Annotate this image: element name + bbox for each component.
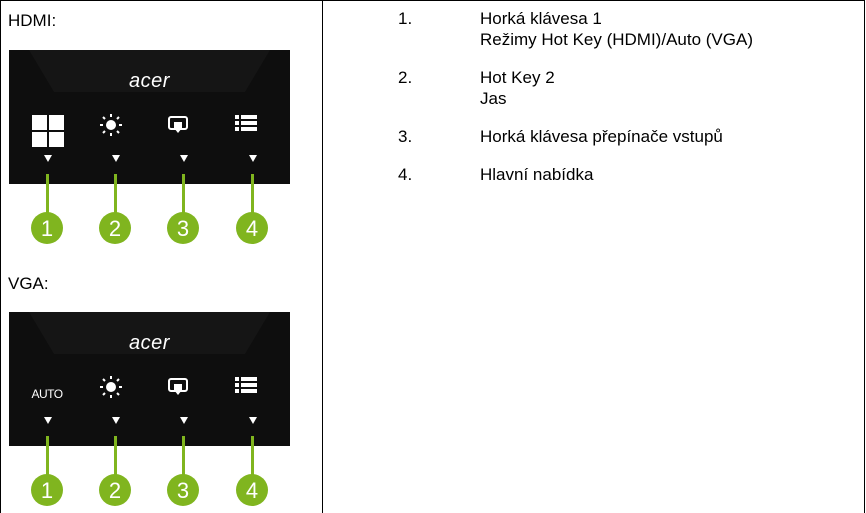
input-icon [168, 378, 188, 395]
brightness-hot-key-button[interactable] [100, 114, 136, 150]
pointer-triangle [112, 155, 120, 162]
item-subtitle: Režimy Hot Key (HDMI)/Auto (VGA) [480, 30, 753, 49]
list-item: 3. Horká klávesa přepínače vstupů [398, 126, 753, 147]
input-switch-button[interactable] [167, 376, 203, 412]
input-icon [168, 116, 188, 133]
pointer-triangle [180, 155, 188, 162]
callout-line [182, 436, 185, 476]
column-divider [322, 0, 323, 513]
item-title: Horká klávesa přepínače vstupů [480, 127, 723, 146]
vga-label: VGA: [8, 274, 49, 293]
brightness-hot-key-button[interactable] [100, 376, 136, 412]
acer-logo: acer [129, 332, 170, 354]
modes-hot-key-button[interactable] [31, 114, 67, 150]
main-menu-button[interactable] [235, 376, 271, 412]
pointer-triangle [112, 417, 120, 424]
pointer-triangle [44, 155, 52, 162]
pointer-triangle [44, 417, 52, 424]
main-menu-button[interactable] [235, 114, 271, 150]
callout-line [114, 436, 117, 476]
callout-1: 1 [31, 212, 63, 244]
auto-hot-key-button[interactable]: AUTO [31, 387, 63, 401]
pointer-triangle [249, 155, 257, 162]
list-item: 4. Hlavní nabídka [398, 164, 753, 185]
item-title: Horká klávesa 1 [480, 9, 602, 28]
callout-2: 2 [99, 474, 131, 506]
item-number: 3. [398, 127, 413, 146]
item-subtitle: Jas [480, 89, 507, 108]
brightness-icon [100, 114, 122, 136]
callout-4: 4 [236, 474, 268, 506]
item-number: 2. [398, 68, 413, 87]
pointer-triangle [180, 417, 188, 424]
callout-line [251, 174, 254, 214]
item-number: 4. [398, 165, 413, 184]
callout-1: 1 [31, 474, 63, 506]
pointer-triangle [249, 417, 257, 424]
list-item: 2. Hot Key 2 Jas [398, 67, 753, 109]
acer-logo: acer [129, 70, 170, 92]
modes-grid-icon [32, 115, 64, 147]
callout-line [251, 436, 254, 476]
callout-line [46, 174, 49, 214]
callout-line [46, 436, 49, 476]
item-number: 1. [398, 9, 413, 28]
menu-icon [235, 115, 257, 131]
hdmi-label: HDMI: [8, 11, 57, 30]
vga-control-panel: acer AUTO [9, 312, 290, 446]
item-title: Hot Key 2 [480, 68, 555, 87]
callout-3: 3 [167, 212, 199, 244]
item-title: Hlavní nabídka [480, 165, 594, 184]
callout-line [182, 174, 185, 214]
callout-3: 3 [167, 474, 199, 506]
callout-line [114, 174, 117, 214]
input-switch-button[interactable] [167, 114, 203, 150]
hdmi-control-panel: acer [9, 50, 290, 184]
description-list: 1. Horká klávesa 1 Režimy Hot Key (HDMI)… [398, 8, 753, 202]
list-item: 1. Horká klávesa 1 Režimy Hot Key (HDMI)… [398, 8, 753, 50]
callout-2: 2 [99, 212, 131, 244]
brightness-icon [100, 376, 122, 398]
menu-icon [235, 377, 257, 393]
callout-4: 4 [236, 212, 268, 244]
